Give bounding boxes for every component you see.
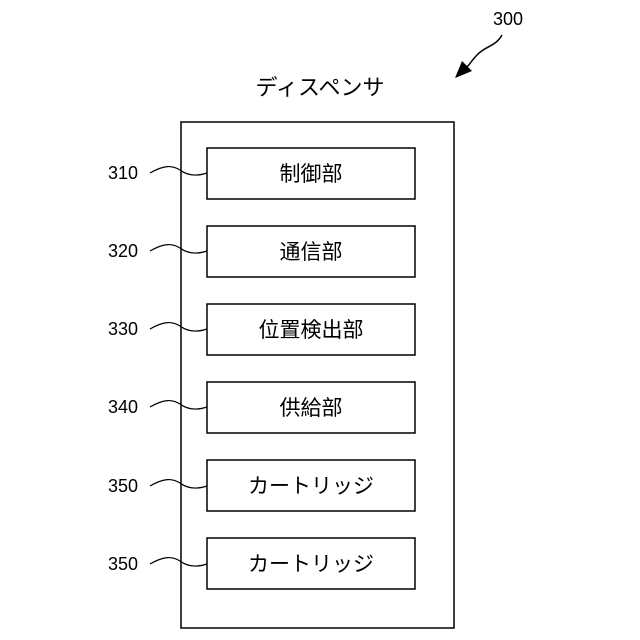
component-ref-number: 350 — [108, 554, 138, 574]
component-ref-number: 320 — [108, 241, 138, 261]
component-leader-line — [150, 401, 207, 409]
component-leader-line — [150, 480, 207, 488]
component-label: 供給部 — [280, 396, 343, 420]
component-label: カートリッジ — [248, 474, 374, 498]
component-block: 310 制御部 — [108, 148, 415, 199]
component-block: 350 カートリッジ — [108, 538, 415, 589]
component-block: 330 位置検出部 — [108, 304, 415, 355]
dispenser-ref-number: 300 — [493, 9, 523, 29]
component-leader-line — [150, 558, 207, 566]
component-leader-line — [150, 245, 207, 253]
component-label: 位置検出部 — [259, 318, 364, 342]
component-ref-number: 340 — [108, 397, 138, 417]
component-block: 320 通信部 — [108, 226, 415, 277]
component-leader-line — [150, 323, 207, 331]
component-label: カートリッジ — [248, 552, 374, 576]
component-ref-number: 350 — [108, 476, 138, 496]
component-block: 350 カートリッジ — [108, 460, 415, 511]
component-ref-number: 310 — [108, 163, 138, 183]
dispenser-ref-leader-line — [466, 35, 502, 68]
component-label: 制御部 — [280, 162, 343, 186]
component-block: 340 供給部 — [108, 382, 415, 433]
component-ref-number: 330 — [108, 319, 138, 339]
component-label: 通信部 — [280, 240, 343, 264]
component-leader-line — [150, 167, 207, 175]
dispenser-title: ディスペンサ — [256, 76, 385, 101]
